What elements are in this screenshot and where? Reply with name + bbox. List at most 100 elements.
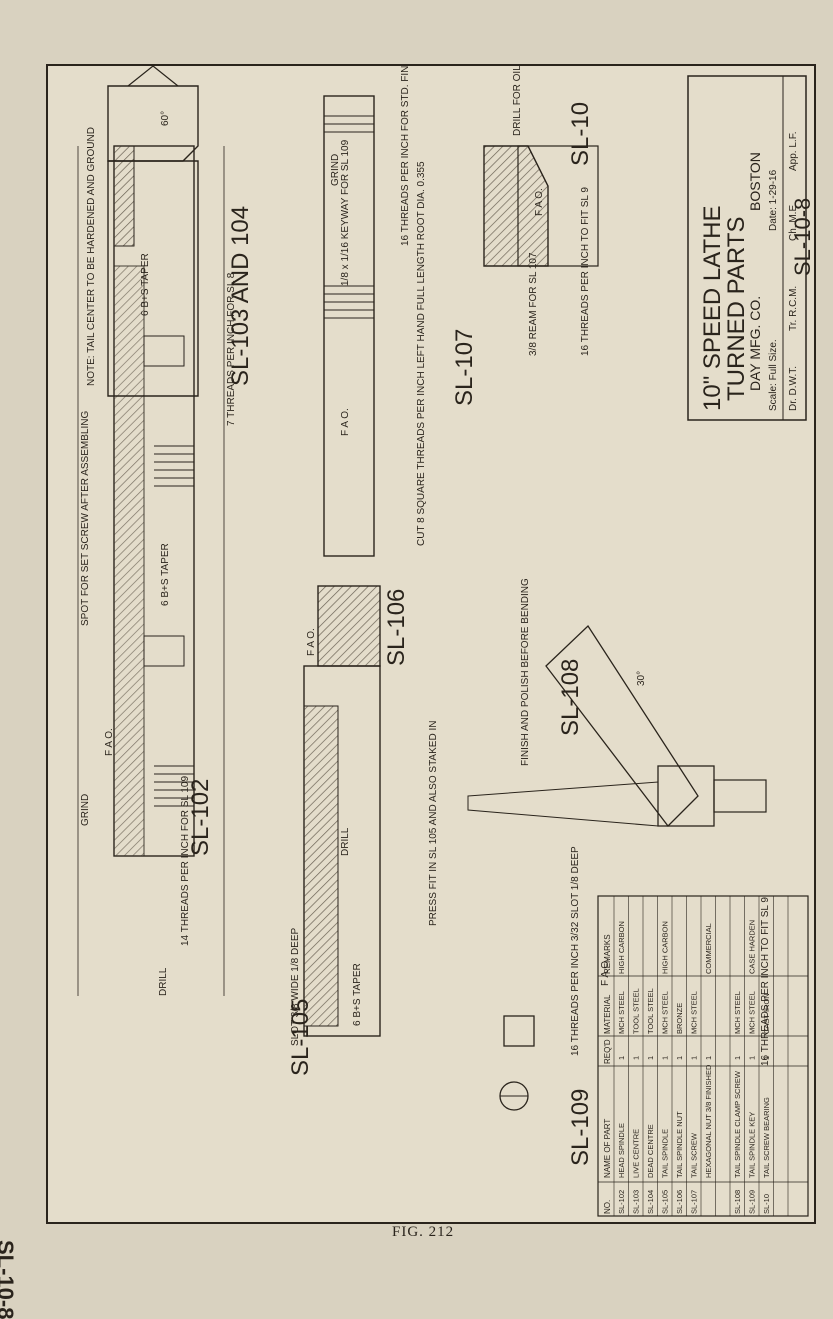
- note-keyway: 1/8 x 1/16 KEYWAY FOR SL 109: [340, 139, 351, 286]
- table-cell: TAIL SPINDLE CLAMP SCREW: [733, 1070, 742, 1178]
- title-line2: TURNED PARTS: [723, 217, 750, 401]
- part-sl10-drawing: SL-10 DRILL FOR OIL AFTER ASSEMBLING 3/8…: [483, 0, 599, 356]
- table-cell: 1: [646, 1056, 655, 1060]
- table-cell: SL-10: [762, 1194, 771, 1214]
- table-cell: MCH STEEL: [661, 991, 670, 1034]
- table-cell: 1: [704, 1056, 713, 1060]
- note-fao-107: F A O.: [340, 408, 351, 436]
- table-cell: 1: [632, 1056, 641, 1060]
- title-traced: Tr. R.C.M.: [788, 286, 799, 331]
- table-cell: TAIL SPINDLE: [661, 1129, 670, 1178]
- title-city: BOSTON: [747, 152, 763, 211]
- title-date: Date: 1-29-16: [768, 169, 779, 231]
- note-slot: SLOT 3/8 WIDE 1/8 DEEP: [290, 927, 301, 1046]
- table-cell: CASE HARDEN: [748, 920, 757, 974]
- title-approved: App. L.F.: [788, 132, 799, 171]
- title-drawn: Dr. D.W.T.: [788, 366, 799, 411]
- figure-caption: FIG. 212: [392, 1224, 455, 1240]
- note-fao-106: F A O.: [306, 628, 317, 656]
- table-cell: HEXAGONAL NUT 3/8 FINISHED: [704, 1064, 713, 1178]
- note-press-fit: PRESS FIT IN SL 105 AND ALSO STAKED IN: [428, 721, 439, 926]
- title-line1: 10" SPEED LATHE: [699, 206, 726, 412]
- table-cell: MCH STEEL: [748, 991, 757, 1034]
- note-angle-60: 60°: [160, 111, 171, 126]
- note-tail-center: NOTE: TAIL CENTER TO BE HARDENED AND GRO…: [86, 127, 97, 386]
- table-cell: LIVE CENTRE: [632, 1129, 641, 1178]
- table-cell: 1: [733, 1056, 742, 1060]
- drawing-sheet: 10" SPEED LATHE TURNED PARTS DAY MFG. CO…: [46, 0, 816, 1224]
- table-header-reqd: REQ'D: [603, 1039, 612, 1064]
- table-cell: BRONZE: [675, 1003, 684, 1034]
- sheet-number: SL-10-8: [790, 198, 814, 276]
- table-cell: TAIL SCREW: [690, 1132, 699, 1178]
- note-fao-109: F A O.: [600, 958, 611, 986]
- note-ream: 3/8 REAM FOR SL 107: [528, 252, 539, 356]
- part-sl109-label: SL-109: [567, 1089, 594, 1166]
- table-cell: 1: [690, 1056, 699, 1060]
- note-finish: FINISH AND POLISH BEFORE BENDING: [520, 578, 531, 766]
- note-fao-102: F A O.: [104, 728, 115, 756]
- table-header-no: NO.: [603, 1200, 612, 1214]
- table-cell: SL-108: [733, 1190, 742, 1214]
- table-cell: 1: [675, 1056, 684, 1060]
- note-spot: SPOT FOR SET SCREW AFTER ASSEMBLING: [80, 411, 91, 626]
- note-drill-102: DRILL: [158, 967, 169, 996]
- table-cell: SL-106: [675, 1190, 684, 1214]
- table-cell: COMMERCIAL: [704, 923, 713, 974]
- table-cell: TOOL STEEL: [646, 988, 655, 1034]
- table-cell: TAIL SCREW BEARING: [762, 1097, 771, 1178]
- note-taper-102: 6 B+S TAPER: [160, 543, 171, 606]
- part-sl10-label: SL-10: [567, 102, 594, 166]
- note-drill-105: DRILL: [340, 827, 351, 856]
- table-cell: MCH STEEL: [617, 991, 626, 1034]
- title-checked: Ch. M.E.: [788, 202, 799, 241]
- part-sl106-drawing: SL-106 F A O.: [306, 585, 410, 667]
- note-threads-16-bottom: 16 THREADS PER INCH TO FIT SL 9: [760, 897, 771, 1066]
- note-taper-103: 6 B+S TAPER: [140, 253, 151, 316]
- note-threads-14: 14 THREADS PER INCH FOR SL 109: [180, 776, 191, 946]
- table-cell: TAIL SPINDLE KEY: [748, 1112, 757, 1178]
- table-cell: DEAD CENTRE: [646, 1124, 655, 1178]
- parts-table: SL-102 HEAD SPINDLE 1 MCH STEEL HIGH CARBON S…: [597, 895, 809, 1217]
- note-grind-107: GRIND: [330, 154, 341, 186]
- note-fao-10: F A O.: [534, 188, 545, 216]
- part-sl103-label: SL-103 AND 104: [227, 206, 254, 386]
- note-taper-105: 6 B+S TAPER: [352, 963, 363, 1026]
- note-threads-7: 7 THREADS PER INCH FOR SL 8: [226, 272, 237, 426]
- note-threads-16-sl109: 16 THREADS PER INCH 3/32 SLOT 1/8 DEEP: [570, 846, 581, 1056]
- table-header-name: NAME OF PART: [603, 1119, 612, 1178]
- table-cell: MCH STEEL: [733, 991, 742, 1034]
- part-sl106-label: SL-106: [383, 589, 410, 666]
- part-sl105-label: SL-105: [287, 999, 314, 1076]
- table-header-remarks: REMARKS: [603, 934, 612, 974]
- table-cell: HEAD SPINDLE: [617, 1123, 626, 1178]
- table-header-material: MATERIAL: [603, 994, 612, 1034]
- part-sl102-label: SL-102: [187, 779, 214, 856]
- engineering-drawing: 10" SPEED LATHE TURNED PARTS DAY MFG. CO…: [77, 0, 815, 1217]
- table-cell: 1: [748, 1056, 757, 1060]
- part-sl103-drawing: SL-103 AND 104 NOTE: TAIL CENTER TO BE H…: [86, 65, 254, 397]
- table-cell: CAST IRON: [762, 993, 771, 1034]
- table-cell: HIGH CARBON: [617, 921, 626, 974]
- part-sl107-drawing: SL-107 1/8 x 1/16 KEYWAY FOR SL 109 16 T…: [323, 0, 478, 557]
- part-sl108-drawing: SL-108 FINISH AND POLISH BEFORE BENDING …: [467, 578, 771, 1066]
- table-cell: 1: [617, 1056, 626, 1060]
- table-cell: SL-104: [646, 1190, 655, 1214]
- part-sl107-label: SL-107: [451, 329, 478, 406]
- part-sl105-drawing: SL-105 SLOT 3/8 WIDE 1/8 DEEP 6 B+S TAPE…: [287, 665, 439, 1076]
- sheet-id-vertical: SL-10-8: [0, 1240, 18, 1319]
- title-company: DAY MFG. CO.: [747, 296, 763, 391]
- part-sl109-drawing: SL-109 16 THREADS PER INCH 3/32 SLOT 1/8…: [499, 846, 611, 1166]
- table-cell: 1: [762, 1056, 771, 1060]
- part-sl108-label: SL-108: [557, 659, 584, 736]
- title-block: 10" SPEED LATHE TURNED PARTS DAY MFG. CO…: [687, 75, 807, 421]
- note-angle-30: 30°: [636, 671, 647, 686]
- table-cell: SL-102: [617, 1190, 626, 1214]
- note-square-threads: CUT 8 SQUARE THREADS PER INCH LEFT HAND …: [416, 161, 427, 546]
- note-threads-16-sl9: 16 THREADS PER INCH TO FIT SL 9: [580, 187, 591, 356]
- table-cell: HIGH CARBON: [661, 921, 670, 974]
- note-threads-16-nut: 16 THREADS PER INCH FOR STD. FINISHED HE…: [400, 66, 411, 246]
- table-cell: MCH STEEL: [690, 991, 699, 1034]
- table-cell: TAIL SPINDLE NUT: [675, 1111, 684, 1178]
